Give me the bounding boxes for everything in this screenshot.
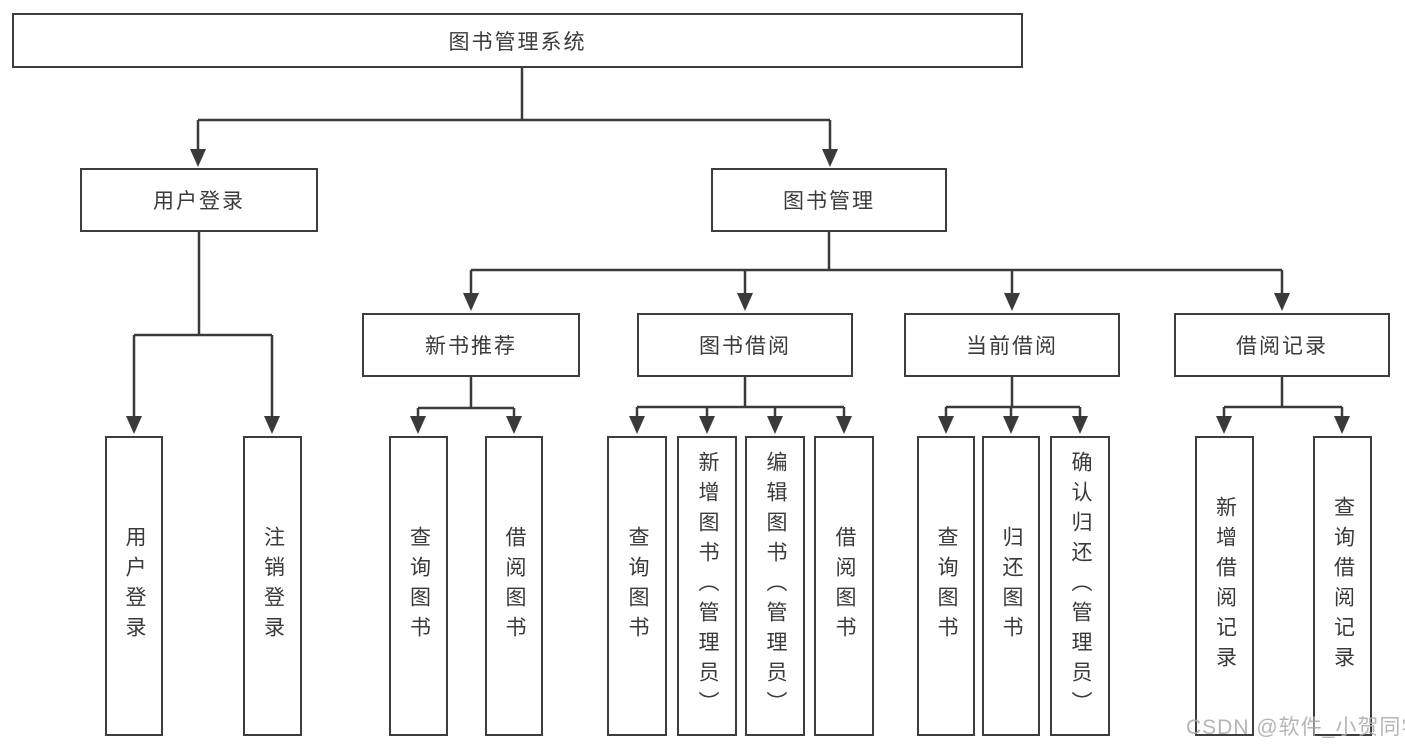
node-confirm-return-admin: 确认归还（管理员） (1050, 436, 1110, 736)
node-current-borrowing-label: 当前借阅 (966, 335, 1058, 358)
node-add-borrow-record-label: 新增借阅记录 (1213, 496, 1237, 676)
node-edit-books-admin: 编辑图书（管理员） (745, 436, 805, 736)
node-query-borrow-record-label: 查询借阅记录 (1331, 496, 1355, 676)
node-borrowing-records-label: 借阅记录 (1236, 335, 1328, 358)
node-query-books-borrowing: 查询图书 (607, 436, 667, 736)
node-query-borrow-record: 查询借阅记录 (1313, 436, 1372, 736)
node-query-books-recommendation-label: 查询图书 (407, 526, 431, 646)
node-user-login-action: 用户登录 (105, 436, 163, 736)
node-query-books-borrowing-label: 查询图书 (626, 526, 649, 646)
node-root: 图书管理系统 (12, 13, 1023, 68)
node-user-login-action-label: 用户登录 (123, 526, 146, 646)
node-borrow-books-borrowing-label: 借阅图书 (833, 526, 856, 646)
csdn-watermark: CSDN @软件_小贺同学 (1186, 716, 1405, 739)
node-new-book-recommendation: 新书推荐 (362, 313, 580, 377)
node-user-login: 用户登录 (80, 168, 318, 232)
node-book-management: 图书管理 (711, 168, 947, 232)
node-add-borrow-record: 新增借阅记录 (1195, 436, 1254, 736)
node-query-books-recommendation: 查询图书 (389, 436, 448, 736)
node-edit-books-admin-label: 编辑图书（管理员） (764, 451, 787, 721)
node-borrowing-records: 借阅记录 (1174, 313, 1390, 377)
node-root-label: 图书管理系统 (448, 30, 587, 54)
node-borrow-books-recommendation: 借阅图书 (485, 436, 543, 736)
node-return-books: 归还图书 (982, 436, 1040, 736)
node-book-management-label: 图书管理 (783, 190, 875, 213)
node-query-books-current-label: 查询图书 (935, 526, 958, 646)
node-borrow-books-borrowing: 借阅图书 (814, 436, 874, 736)
node-new-book-recommendation-label: 新书推荐 (425, 335, 517, 358)
node-borrow-books-recommendation-label: 借阅图书 (503, 526, 526, 646)
node-return-books-label: 归还图书 (1000, 526, 1023, 646)
node-book-borrowing-label: 图书借阅 (699, 335, 791, 358)
node-add-books-admin: 新增图书（管理员） (677, 436, 737, 736)
node-logout-action: 注销登录 (243, 436, 302, 736)
node-current-borrowing: 当前借阅 (904, 313, 1120, 377)
node-book-borrowing: 图书借阅 (637, 313, 853, 377)
node-query-books-current: 查询图书 (917, 436, 975, 736)
node-user-login-label: 用户登录 (153, 190, 245, 213)
node-confirm-return-admin-label: 确认归还（管理员） (1069, 451, 1092, 721)
node-add-books-admin-label: 新增图书（管理员） (696, 451, 719, 721)
node-logout-action-label: 注销登录 (261, 526, 285, 646)
connector-path (132, 68, 1344, 418)
